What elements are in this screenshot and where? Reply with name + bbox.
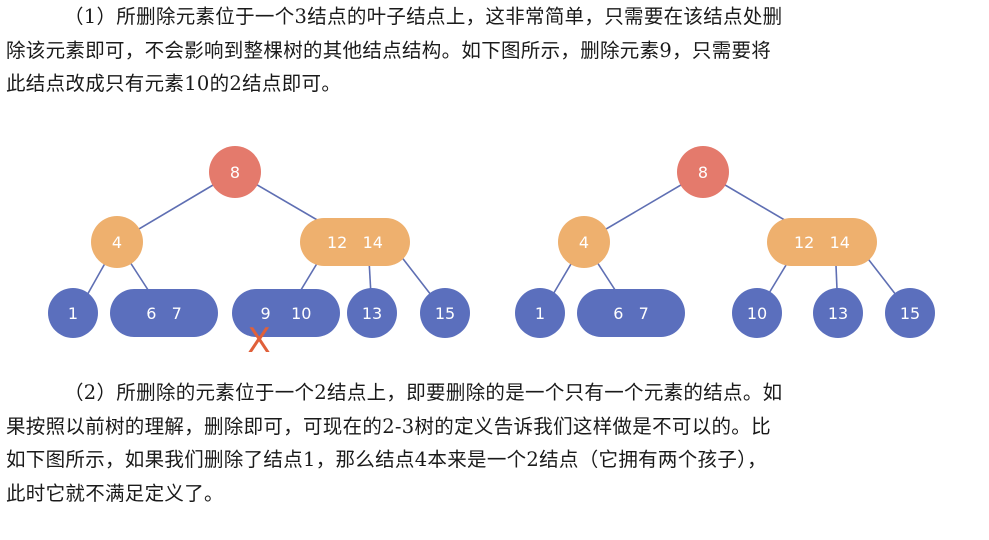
paragraph-2-line-1: （2）所删除的元素位于一个2结点上，即要删除的是一个只有一个元素的结点。如 [64,381,783,404]
after-leaf-node-6-7 [577,289,685,337]
root-node [209,146,261,198]
tree-before: 8 4 12 14 1 6 7 9 10 13 15 X [48,146,470,361]
paragraph-1: （1）所删除元素位于一个3结点的叶子结点上，这非常简单，只需要在该结点处删 除该… [6,0,984,101]
after-leaf-node-10 [732,288,782,338]
after-leaf-node-1-label: 1 [535,304,545,323]
leaf-node-15-label: 15 [435,304,455,323]
after-leaf-node-15-label: 15 [900,304,920,323]
tree-deletion-figure: 8 4 12 14 1 6 7 9 10 13 15 X 8 4 12 14 [48,146,935,361]
leaf-node-13-label: 13 [362,304,382,323]
after-right-internal-node-label: 12 14 [794,233,850,252]
delete-cross-mark: X [247,321,270,361]
after-leaf-node-10-label: 10 [747,304,767,323]
left-internal-node [91,216,143,268]
paragraph-2: （2）所删除的元素位于一个2结点上，即要删除的是一个只有一个元素的结点。如 果按… [6,376,984,510]
root-node-label: 8 [230,163,240,182]
leaf-node-9-10-label: 9 10 [261,304,312,323]
after-leaf-node-13-label: 13 [828,304,848,323]
tree-after: 8 4 12 14 1 6 7 10 13 15 [515,146,935,338]
after-left-internal-node-label: 4 [579,233,589,252]
paragraph-2-line-4: 此时它就不满足定义了。 [6,481,224,505]
leaf-node-15 [420,288,470,338]
left-internal-node-label: 4 [112,233,122,252]
after-leaf-node-1 [515,288,565,338]
after-right-internal-node [767,218,877,266]
paragraph-2-line-3: 如下图所示，如果我们删除了结点1，那么结点4本来是一个2结点（它拥有两个孩子）， [6,448,767,471]
leaf-node-1-label: 1 [68,304,78,323]
paragraph-1-line-3: 此结点改成只有元素10的2结点即可。 [6,72,342,95]
leaf-node-1 [48,288,98,338]
after-leaf-node-6-7-label: 6 7 [613,304,649,323]
after-root-node-label: 8 [698,163,708,182]
paragraph-2-line-2: 果按照以前树的理解，删除即可，可现在的2-3树的定义告诉我们这样做是不可以的。比 [6,414,771,438]
leaf-node-6-7 [110,289,218,337]
after-root-node [677,146,729,198]
leaf-node-13 [347,288,397,338]
right-internal-node-label: 12 14 [327,233,383,252]
paragraph-1-line-2: 除该元素即可，不会影响到整棵树的其他结点结构。如下图所示，删除元素9，只需要将 [6,38,772,62]
after-leaf-node-13 [813,288,863,338]
paragraph-1-line-1: （1）所删除元素位于一个3结点的叶子结点上，这非常简单，只需要在该结点处删 [64,5,783,28]
right-internal-node [300,218,410,266]
leaf-node-6-7-label: 6 7 [146,304,182,323]
leaf-node-9-10 [232,289,340,337]
after-leaf-node-15 [885,288,935,338]
after-left-internal-node [558,216,610,268]
